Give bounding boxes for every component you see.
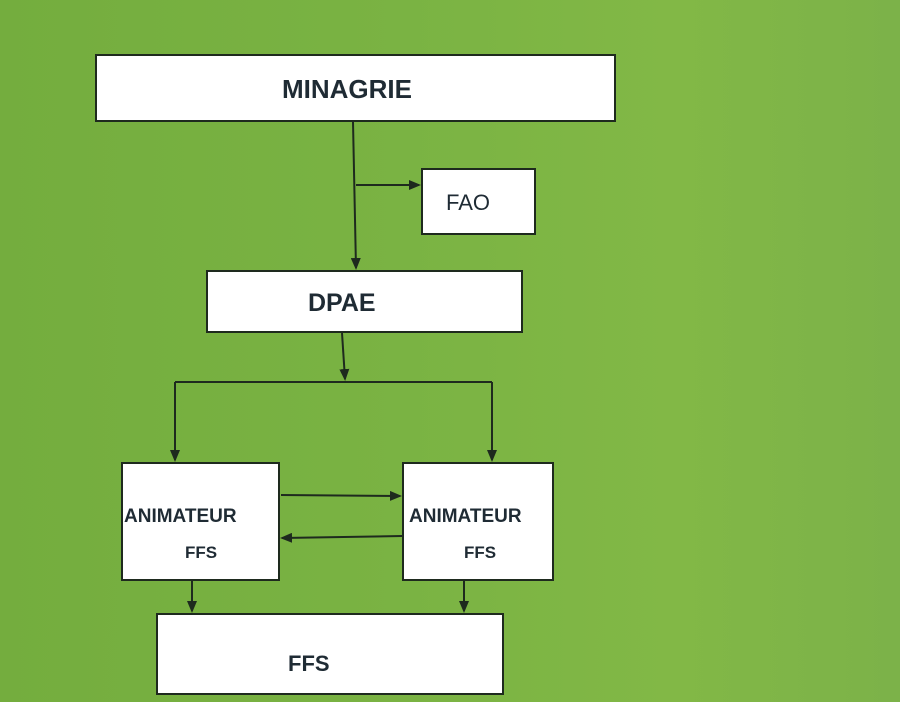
dpae-label: DPAE bbox=[308, 289, 376, 317]
animateur-right-subtitle: FFS bbox=[464, 543, 497, 562]
fao-label: FAO bbox=[446, 190, 491, 215]
minagrie-node: MINAGRIE bbox=[95, 54, 616, 122]
ffs-label: FFS bbox=[288, 651, 330, 676]
edge-animateur-left-to-right bbox=[280, 490, 402, 501]
minagrie-label: MINAGRIE bbox=[282, 74, 412, 104]
edge-animateur-right-to-left bbox=[280, 532, 403, 543]
animateur-ffs-right-node: ANIMATEUR FFS bbox=[402, 462, 554, 581]
edge-dpae-stem bbox=[339, 332, 350, 381]
animateur-ffs-left-node: ANIMATEUR FFS bbox=[121, 462, 280, 581]
ffs-node: FFS bbox=[156, 613, 504, 695]
animateur-left-title: ANIMATEUR bbox=[124, 506, 237, 527]
animateur-right-title: ANIMATEUR bbox=[409, 506, 522, 527]
animateur-left-subtitle: FFS bbox=[185, 543, 218, 562]
edge-minagrie-to-dpae bbox=[350, 121, 361, 270]
dpae-node: DPAE bbox=[206, 270, 523, 333]
fao-node: FAO bbox=[421, 168, 536, 235]
